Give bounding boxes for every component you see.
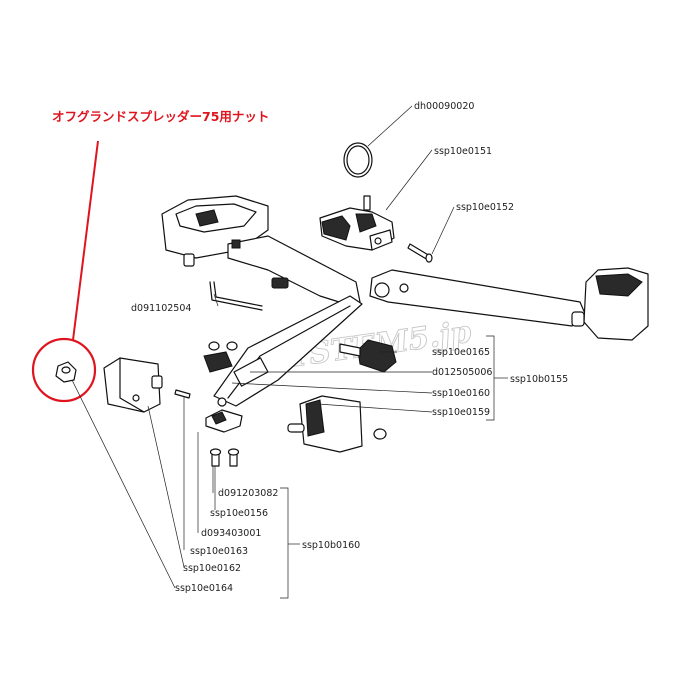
callout-line bbox=[72, 140, 99, 341]
part-hex-wrench bbox=[209, 281, 263, 311]
part-center-leg bbox=[213, 295, 363, 407]
label-d091203082: d091203082 bbox=[218, 488, 278, 499]
part-right-foot bbox=[287, 395, 387, 453]
part-lock-knob bbox=[339, 339, 397, 373]
label-ssp10e0160: ssp10e0160 bbox=[432, 388, 490, 399]
part-right-arm bbox=[369, 269, 587, 327]
label-d012505006: d012505006 bbox=[432, 367, 492, 378]
part-long-pin bbox=[407, 243, 433, 263]
label-ssp10e0164: ssp10e0164 bbox=[175, 583, 233, 594]
label-ssp10e0156: ssp10e0156 bbox=[210, 508, 268, 519]
part-clamp-knob-block bbox=[319, 195, 395, 251]
part-right-cradle bbox=[571, 267, 649, 341]
group-bracket-ssp10b0160 bbox=[280, 487, 300, 599]
part-o-ring bbox=[343, 142, 373, 178]
part-bracket-and-screws bbox=[205, 409, 243, 467]
leader-lines bbox=[71, 105, 455, 589]
part-small-pin bbox=[174, 389, 191, 399]
callout-circle bbox=[31, 337, 97, 403]
part-left-arm bbox=[227, 235, 361, 307]
label-d091102504: d091102504 bbox=[131, 303, 191, 314]
label-d093403001: d093403001 bbox=[201, 528, 261, 539]
label-dh00090020: dh00090020 bbox=[414, 101, 474, 112]
label-ssp10b0160: ssp10b0160 bbox=[302, 540, 360, 551]
part-small-screws bbox=[203, 341, 238, 373]
label-ssp10e0165: ssp10e0165 bbox=[432, 347, 490, 358]
label-ssp10e0152: ssp10e0152 bbox=[456, 202, 514, 213]
label-ssp10e0163: ssp10e0163 bbox=[190, 546, 248, 557]
group-bracket-ssp10b0155 bbox=[486, 335, 508, 421]
highlighted-part-title: オフグランドスプレッダー75用ナット bbox=[52, 109, 269, 124]
label-ssp10b0155: ssp10b0155 bbox=[510, 374, 568, 385]
part-nut-highlighted bbox=[55, 361, 77, 383]
label-ssp10e0151: ssp10e0151 bbox=[434, 146, 492, 157]
part-left-foot bbox=[103, 357, 163, 413]
label-ssp10e0159: ssp10e0159 bbox=[432, 407, 490, 418]
label-ssp10e0162: ssp10e0162 bbox=[183, 563, 241, 574]
